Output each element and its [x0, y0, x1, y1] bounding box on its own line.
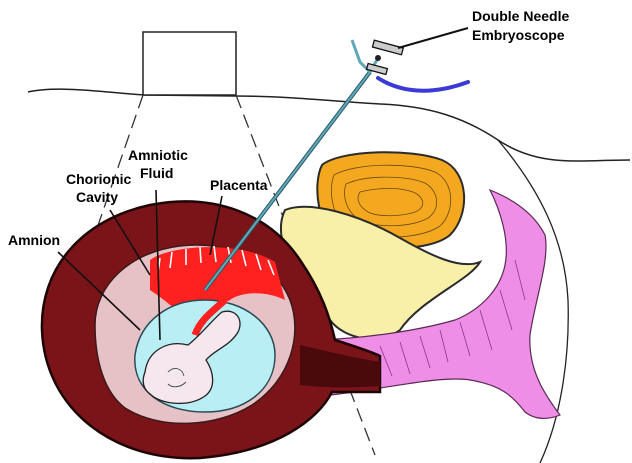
chorionic-label-line2: Cavity: [76, 189, 118, 205]
amnion-label: Amnion: [8, 232, 60, 248]
placenta-label: Placenta: [210, 177, 268, 193]
amniotic-label-line1: Amniotic: [128, 147, 188, 163]
chorionic-label-line1: Chorionic: [66, 171, 132, 187]
ultrasound-probe: [143, 32, 236, 95]
device-leader-line: [398, 28, 468, 48]
embryoscope-handle-icon: [367, 40, 404, 74]
amniotic-label-line2: Fluid: [140, 165, 173, 181]
device-label-line2: Embryoscope: [472, 27, 565, 43]
catheter: [378, 78, 468, 91]
device-label-line1: Double Needle: [472, 8, 569, 24]
